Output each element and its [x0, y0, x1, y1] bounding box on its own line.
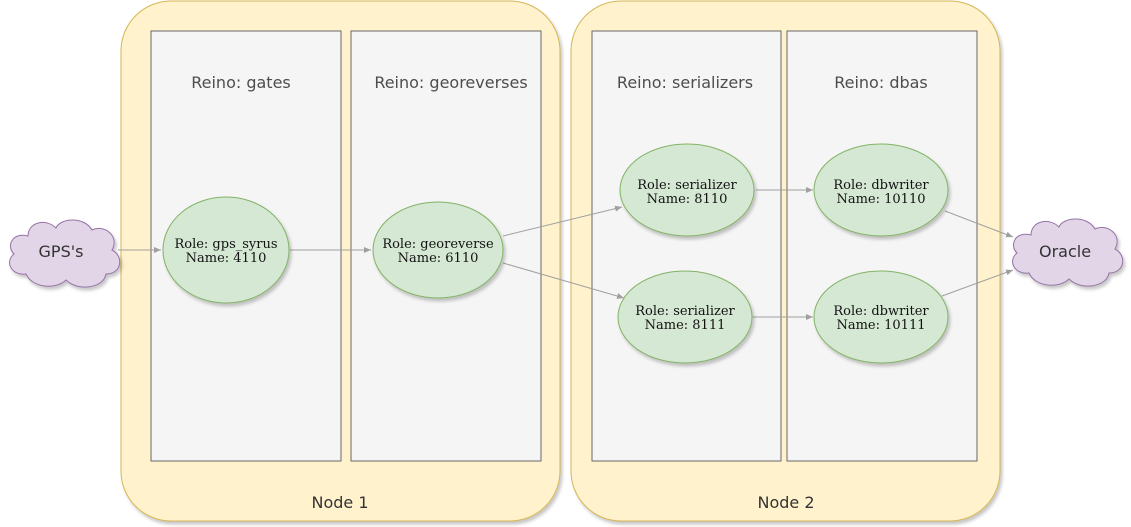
role-label: Role: georeverse: [382, 237, 494, 252]
role-serializer-8110: Role: serializer Name: 8110: [619, 143, 755, 237]
edge-georeverse-to-serializer-8111: [502, 262, 625, 299]
realm-georeverses-title: Reino: georeverses: [374, 73, 527, 92]
edge-dbwriter-10111-to-oracle: [941, 269, 1014, 297]
role-label: Role: dbwriter: [833, 178, 929, 193]
role-node-shape: [619, 143, 755, 237]
realm-serializers-box: [591, 30, 782, 462]
role-label: Role: gps_syrus: [174, 237, 277, 252]
cloud-oracle: Oracle: [1012, 218, 1124, 287]
cloud-label: GPS's: [39, 242, 84, 261]
role-name: Name: 8110: [647, 192, 728, 207]
cloud-icon: [1012, 218, 1124, 287]
realm-dbas: Reino: dbas: [786, 30, 978, 462]
cloud-gps: GPS's: [9, 219, 121, 288]
realm-serializers: Reino: serializers: [591, 30, 782, 462]
role-name: Name: 4110: [186, 251, 267, 266]
realm-serializers-title: Reino: serializers: [617, 73, 753, 92]
role-georeverse: Role: georeverse Name: 6110: [372, 201, 504, 299]
role-label: Role: dbwriter: [833, 304, 929, 319]
role-node-shape: [617, 270, 753, 364]
role-serializer-8111: Role: serializer Name: 8111: [617, 270, 753, 364]
role-node-shape: [372, 201, 504, 299]
edge-georeverse-to-serializer-8110: [502, 205, 623, 237]
cloud-label: Oracle: [1039, 242, 1091, 261]
node-2-label: Node 2: [757, 493, 814, 512]
role-label: Role: serializer: [637, 178, 737, 193]
role-name: Name: 8111: [645, 318, 726, 333]
role-label: Role: serializer: [635, 304, 735, 319]
role-dbwriter-10111: Role: dbwriter Name: 10111: [813, 270, 949, 364]
role-gps-syrus: Role: gps_syrus Name: 4110: [162, 196, 290, 304]
node-1-label: Node 1: [311, 493, 368, 512]
edge-dbwriter-10110-to-oracle: [944, 210, 1014, 238]
role-node-shape: [162, 196, 290, 304]
cloud-icon: [9, 219, 121, 288]
role-name: Name: 6110: [398, 251, 479, 266]
realm-dbas-title: Reino: dbas: [834, 73, 928, 92]
edges: [118, 187, 1014, 320]
role-node-shape: [813, 143, 949, 237]
realm-dbas-box: [786, 30, 978, 462]
role-node-shape: [813, 270, 949, 364]
realm-gates-title: Reino: gates: [191, 73, 291, 92]
role-name: Name: 10110: [836, 192, 925, 207]
role-dbwriter-10110: Role: dbwriter Name: 10110: [813, 143, 949, 237]
role-name: Name: 10111: [836, 318, 925, 333]
